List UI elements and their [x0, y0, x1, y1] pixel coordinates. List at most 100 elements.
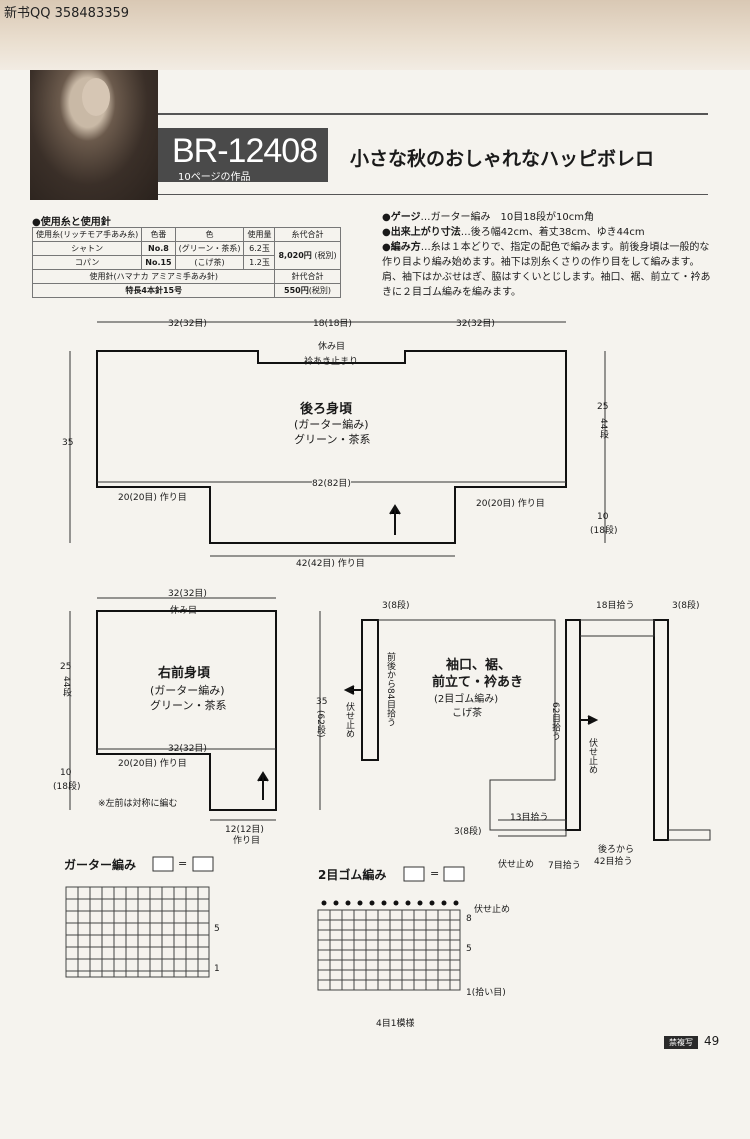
- size-text: …後ろ幅42cm、着丈38cm、ゆき44cm: [460, 227, 645, 238]
- size-label: ●出来上がり寸法: [382, 227, 461, 238]
- back-upper-side-dim: 25: [597, 402, 609, 412]
- materials-heading: ●使用糸と使用針: [32, 217, 111, 228]
- table-row: 特長4本針15号 550円(税別): [31, 283, 341, 298]
- front-upper-side-rows: 44段: [61, 676, 71, 697]
- front-note: ※左前は対称に編む: [98, 799, 178, 809]
- rib-row-1: 1(拾い目): [466, 988, 506, 998]
- rib-bindoff-dots: [321, 900, 459, 906]
- yarn-total: 8,020円: [278, 251, 312, 260]
- back-lower-side-dim: 10: [597, 512, 609, 522]
- trim-color: こげ茶: [452, 708, 482, 719]
- back-rest-label: 休み目: [318, 342, 346, 352]
- needle-total-cell: 550円(税別): [274, 283, 341, 298]
- front-lower-side-rows: (18段): [53, 782, 81, 792]
- gauge-text: …ガーター編み 10目18段が10cm角: [420, 212, 594, 223]
- needle-total-note: (税別): [308, 286, 331, 295]
- back-bottom-cast: 42(42目) 作り目: [296, 559, 365, 569]
- rib-title: 2目ゴム編み: [318, 868, 387, 882]
- front-right-height-rows: (62段): [315, 710, 325, 738]
- trim-title-1: 袖口、裾、: [446, 658, 512, 673]
- model-face: [82, 78, 110, 116]
- back-top-right-dim: 32(32目): [456, 319, 495, 329]
- back-color: グリーン・茶系: [294, 433, 371, 446]
- trim-bind-off-2: 伏せ止め: [587, 738, 597, 774]
- trim-pick-13: 13目拾う: [510, 813, 549, 823]
- back-neck-label: 衿あき止まり: [304, 357, 359, 367]
- trim-left-rows: 3(8段): [382, 601, 410, 611]
- trim-top-band: [580, 619, 655, 637]
- front-title: 右前身頃: [158, 666, 211, 681]
- trim-right-band2: [653, 619, 669, 841]
- back-right-cast: 20(20目) 作り目: [476, 499, 545, 509]
- trim-pickup-62: 62目拾う: [550, 702, 560, 741]
- page-number: 49: [704, 1034, 720, 1048]
- knit-direction-arrow: [389, 504, 401, 535]
- yarn-total-note: (税別): [314, 251, 337, 260]
- trim-outline: [378, 619, 566, 831]
- pattern-title: 小さな秋のおしゃれなハッピボレロ: [350, 148, 655, 170]
- trim-pickup-front: 前後から84目拾う: [385, 652, 395, 727]
- front-left-cast: 20(20目) 作り目: [118, 759, 187, 769]
- trim-left-band: [361, 619, 379, 761]
- table-row: コパン No.15 (こげ茶) 1.2玉: [31, 255, 341, 270]
- garter-row-1: 1: [214, 964, 220, 974]
- front-right-height: 35: [316, 697, 328, 707]
- trim-top-pick: 18目拾う: [596, 601, 635, 611]
- top-background: [0, 0, 750, 70]
- trim-bottom-rows: 3(8段): [454, 827, 482, 837]
- front-bottom-top-dim: 32(32目): [168, 744, 207, 754]
- table-cell: No.8: [141, 241, 176, 256]
- back-title: 後ろ身頃: [300, 402, 353, 417]
- garter-chart: [65, 886, 210, 978]
- copy-prohibited-badge: 禁複写: [664, 1036, 698, 1049]
- back-piece-outline: [96, 350, 567, 544]
- front-upper-side-dim: 25: [60, 662, 72, 672]
- gauge-label: ●ゲージ: [382, 212, 421, 223]
- model-photo: [30, 70, 158, 200]
- specs-block: ●ゲージ…ガーター編み 10目18段が10cm角 ●出来上がり寸法…後ろ幅42c…: [382, 210, 712, 300]
- page-reference: 10ページの作品: [178, 172, 251, 183]
- trim-bottom-band: [498, 819, 567, 837]
- rib-row-5: 5: [466, 944, 472, 954]
- watermark-text: 新书QQ 358483359: [4, 6, 130, 21]
- key-boxes: [152, 856, 465, 882]
- pattern-code-bar: [158, 128, 328, 182]
- trim-bind-off: 伏せ止め: [344, 702, 354, 738]
- front-stitch: (ガーター編み): [150, 684, 225, 697]
- method-label: ●編み方: [382, 242, 421, 253]
- trim-back-pick-2: 42目拾う: [594, 857, 633, 867]
- front-color: グリーン・茶系: [150, 699, 227, 712]
- front-bottom-cast2: 作り目: [233, 836, 261, 846]
- front-bottom-cast: 12(12目): [225, 825, 264, 835]
- rib-bindoff-label: 伏せ止め: [474, 905, 511, 915]
- header-bottom-rule: [158, 194, 708, 195]
- trim-pick-7: 7目拾う: [548, 861, 581, 871]
- front-piece-outline: [96, 610, 277, 811]
- front-rest-label: 休み目: [170, 606, 198, 616]
- front-lower-side-dim: 10: [60, 768, 72, 778]
- back-left-cast: 20(20目) 作り目: [118, 493, 187, 503]
- pattern-code: BR-12408: [172, 132, 318, 170]
- pickup-arrow-right: [580, 715, 599, 725]
- trim-back-pick: 後ろから: [598, 845, 635, 855]
- table-cell: 特長4本針15号: [31, 283, 276, 298]
- trim-title-2: 前立て・衿あき: [432, 675, 524, 690]
- trim-top-rows: 3(8段): [672, 601, 700, 611]
- method-text: …糸は１本どりで、指定の配色で編みます。前後身頃は一般的な作り目より編み始めます…: [382, 242, 711, 298]
- back-upper-side-rows: 44段: [598, 418, 608, 439]
- trim-bottom-right: [668, 829, 711, 841]
- materials-table: 使用糸(リッチモア手あみ糸) 色番 色 使用量 糸代合計 シャトン No.8 (…: [31, 227, 341, 298]
- knit-direction-arrow: [257, 771, 269, 800]
- garter-title: ガーター編み: [64, 858, 137, 872]
- trim-right-band: [565, 619, 581, 831]
- needle-total: 550円: [284, 286, 309, 295]
- back-top-left-dim: 32(32目): [168, 319, 207, 329]
- back-lower-side-rows: (18段): [590, 526, 618, 536]
- rib-key: =: [430, 867, 440, 880]
- rib-row-8: 8: [466, 914, 472, 924]
- front-top-dim: 32(32目): [168, 589, 207, 599]
- rib-chart: [317, 909, 461, 991]
- garter-row-5: 5: [214, 924, 220, 934]
- garter-key: =: [178, 857, 188, 870]
- back-top-center-dim: 18(18目): [313, 319, 352, 329]
